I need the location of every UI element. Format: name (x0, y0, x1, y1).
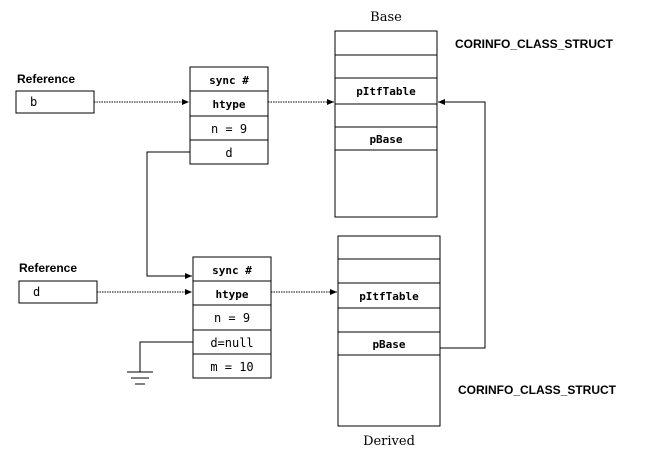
reference-d-heading: Reference (19, 261, 77, 275)
reference-b: Reference b (15, 72, 95, 114)
reference-b-heading: Reference (17, 72, 75, 86)
reference-d-box (18, 280, 98, 304)
object-b-htype: htype (212, 98, 245, 111)
object-d-box (192, 256, 272, 379)
reference-b-value: b (30, 95, 37, 109)
derived-class-struct: pItfTable pBase CORINFO_CLASS_STRUCT Der… (337, 235, 617, 449)
base-slot-pitftable: pItfTable (356, 85, 416, 98)
object-d-htype: htype (215, 288, 248, 301)
derived-slot-pitftable: pItfTable (359, 290, 419, 303)
base-class-struct: Base pItfTable pBase CORINFO_CLASS_STRUC… (334, 10, 614, 218)
reference-b-box (15, 90, 95, 114)
object-b-field-d: d (225, 146, 232, 160)
object-d: sync # htype n = 9 d=null m = 10 (192, 256, 272, 379)
object-d-field-d: d=null (210, 336, 253, 350)
derived-slot-pbase: pBase (372, 338, 405, 351)
object-b-field-n: n = 9 (211, 122, 247, 136)
base-slot-pbase: pBase (369, 133, 402, 146)
object-b-sync: sync # (209, 74, 249, 87)
base-class-title: Base (370, 10, 402, 25)
derived-struct-label: CORINFO_CLASS_STRUCT (458, 383, 617, 397)
reference-d-value: d (33, 285, 40, 299)
base-struct-box (334, 30, 438, 218)
object-d-sync: sync # (212, 264, 252, 277)
object-d-field-m: m = 10 (210, 360, 253, 374)
ground-null-icon (127, 341, 193, 385)
arrow-derived-pbase-to-base (438, 99, 486, 349)
base-struct-label: CORINFO_CLASS_STRUCT (455, 37, 614, 51)
derived-struct-box (337, 235, 441, 427)
derived-class-title: Derived (363, 434, 415, 449)
arrow-object-b-d-to-object-d (146, 151, 192, 279)
reference-d: Reference d (18, 261, 98, 304)
object-b: sync # htype n = 9 d (189, 66, 269, 165)
object-d-field-n: n = 9 (214, 311, 250, 325)
